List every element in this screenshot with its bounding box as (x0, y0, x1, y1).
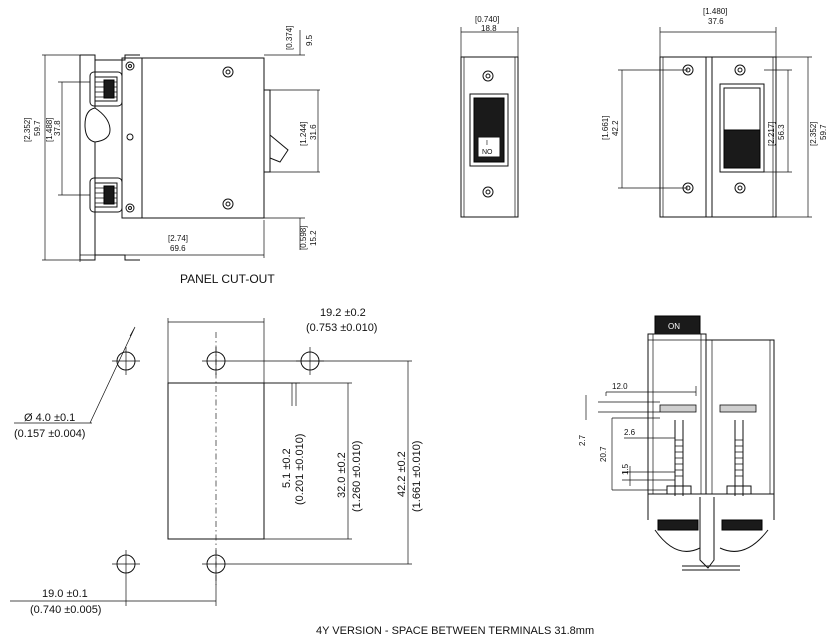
upper-terminal (89, 71, 123, 107)
rear-dim-height-mm: 59.7 (819, 124, 828, 140)
front-dim-width-mm: 18.8 (481, 24, 497, 33)
dim-depth-in: [2.74] (168, 234, 188, 243)
rear-view: [1.480] 37.6 [1.661] 42.2 [2.217] 56.3 [… (601, 7, 828, 218)
side-view: [0.374] 9.5 [2.352] 59.7 [1.488] 37.8 [1… (23, 26, 320, 286)
cutout-dim-small-mm: 5.1 ±0.2 (281, 448, 293, 488)
caption-panel-cutout: PANEL CUT-OUT (180, 272, 275, 286)
terminal-screws (666, 420, 752, 496)
dim-actuator-mm: 31.6 (309, 124, 318, 140)
dim-b: 2.7 (578, 434, 587, 446)
cutout-dim-hole-in: (0.157 ±0.004) (14, 428, 85, 440)
rear-dim-height-in: [2.352] (809, 122, 818, 146)
rear-dim-hole-pitch-in: [1.661] (601, 116, 610, 140)
label-on: ON (668, 322, 680, 331)
cutout-view: 19.2 ±0.2 (0.753 ±0.010) Ø 4.0 ±0.1 (0.1… (10, 307, 423, 616)
switch-mark-text: NO (482, 149, 493, 156)
cutout-dim-hole-mm: Ø 4.0 ±0.1 (24, 412, 75, 424)
rear-dim-window-mm: 56.3 (777, 124, 786, 140)
cutout-dim-top-in: (0.753 ±0.010) (306, 322, 377, 334)
dim-depth-mm: 69.6 (170, 244, 186, 253)
dim-top-right-in: [0.374] (285, 26, 294, 50)
cutout-dim-mid-in: (1.260 ±0.010) (351, 441, 363, 512)
dim-c: 2.6 (624, 428, 636, 437)
dim-bottom-right-mm: 15.2 (309, 230, 318, 246)
dim-a: 12.0 (612, 382, 628, 391)
cutout-dim-mid-mm: 32.0 ±0.2 (336, 452, 348, 498)
dim-terminal-pitch-in: [1.488] (45, 118, 54, 142)
dim-bottom-right-in: [0.598] (299, 226, 308, 250)
rear-dim-width-mm: 37.6 (708, 17, 724, 26)
terminal-view: ON 12.0 2.7 2.6 20.7 1.5 (578, 315, 775, 571)
dim-actuator-in: [1.244] (299, 122, 308, 146)
dim-overall-height-in: [2.352] (23, 118, 32, 142)
cutout-dim-small-in: (0.201 ±0.010) (294, 434, 306, 505)
dim-e: 1.5 (621, 463, 630, 475)
switch-mark-on: I (486, 140, 488, 147)
footer-note: 4Y VERSION - SPACE BETWEEN TERMINALS 31.… (316, 625, 594, 637)
cutout-dim-bottom-in: (0.740 ±0.005) (30, 604, 101, 616)
dim-d: 20.7 (599, 446, 608, 462)
cutout-dim-top-mm: 19.2 ±0.2 (320, 307, 366, 319)
dim-terminal-pitch-mm: 37.8 (53, 120, 62, 136)
rear-dim-hole-pitch-mm: 42.2 (611, 120, 620, 136)
cutout-dim-bottom-mm: 19.0 ±0.1 (42, 588, 88, 600)
front-dim-width-in: [0.740] (475, 15, 499, 24)
dim-overall-height-mm: 59.7 (33, 120, 42, 136)
cutout-dim-tall-mm: 42.2 ±0.2 (396, 451, 408, 497)
rear-dim-width-in: [1.480] (703, 7, 727, 16)
front-view: I NO [0.740] 18.8 (460, 15, 519, 218)
cutout-dim-tall-in: (1.661 ±0.010) (411, 441, 423, 512)
rear-dim-window-in: [2.217] (767, 122, 776, 146)
lower-terminal (89, 177, 123, 213)
dim-top-right-mm: 9.5 (305, 34, 314, 46)
